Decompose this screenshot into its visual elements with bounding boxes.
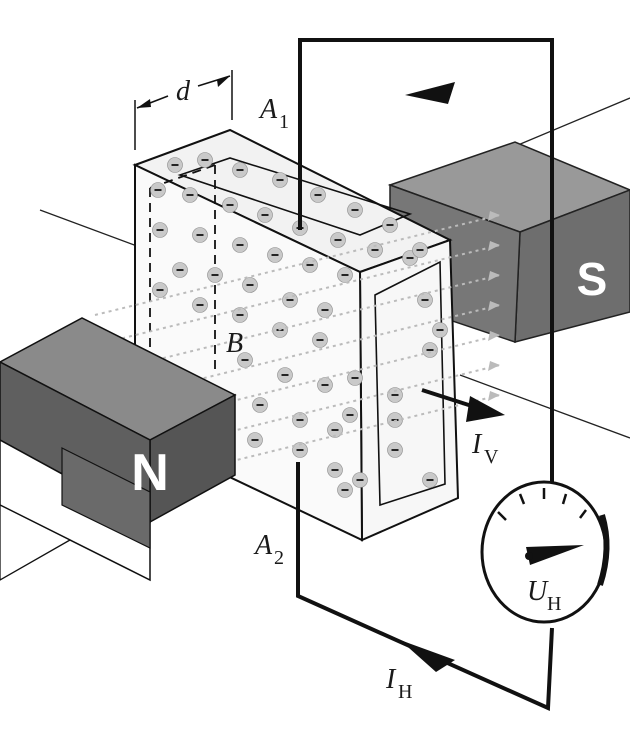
current-arrow-ih [400, 640, 455, 672]
field-arrow-head [488, 241, 500, 251]
field-arrow-head [488, 211, 500, 221]
thickness-dimension [134, 70, 233, 150]
field-arrow-head [488, 331, 500, 341]
label-uh-sub: H [547, 593, 561, 615]
label-iv-sub: V [484, 446, 499, 468]
s-magnet-guide-line [517, 97, 630, 146]
circuit-wire [296, 38, 554, 712]
label-a2: A [253, 530, 273, 561]
field-arrow-head [488, 391, 500, 401]
label-ih-sub: H [398, 681, 412, 703]
n-magnet-base-edge [0, 504, 72, 581]
voltmeter-rim [597, 514, 610, 586]
s-magnet-label: S [577, 253, 608, 305]
label-a2-sub: 2 [274, 547, 284, 569]
field-line-right [459, 374, 630, 439]
voltmeter-needle [526, 545, 584, 565]
dim-arrowhead-right [217, 76, 230, 87]
iv-arrow-head [466, 396, 505, 422]
magnetic-field-arrows [94, 211, 501, 496]
side-contact-outline [374, 260, 446, 507]
hidden-edge-top [149, 164, 216, 189]
n-magnet-label: N [131, 444, 169, 502]
n-magnet-face [61, 447, 151, 549]
n-magnet: N [0, 317, 237, 582]
label-d: d [176, 76, 191, 107]
label-a1-sub: 1 [279, 111, 289, 133]
voltmeter [480, 480, 610, 624]
current-arrow-top [405, 82, 455, 104]
field-arrow-head [488, 301, 500, 311]
field-arrow-head [488, 361, 500, 371]
label-ih: I [385, 664, 397, 695]
label-a1: A [258, 94, 278, 125]
dim-arrowhead-left [137, 99, 151, 108]
iv-arrow [421, 388, 505, 422]
label-b: B [226, 328, 243, 359]
label-uh: U [527, 576, 549, 607]
s-magnet: S [387, 141, 630, 344]
label-iv: I [471, 429, 483, 460]
voltmeter-pivot [525, 552, 533, 560]
wire-top-loop [298, 38, 554, 490]
voltmeter-scale [497, 488, 587, 521]
field-arrow-head [488, 271, 500, 281]
